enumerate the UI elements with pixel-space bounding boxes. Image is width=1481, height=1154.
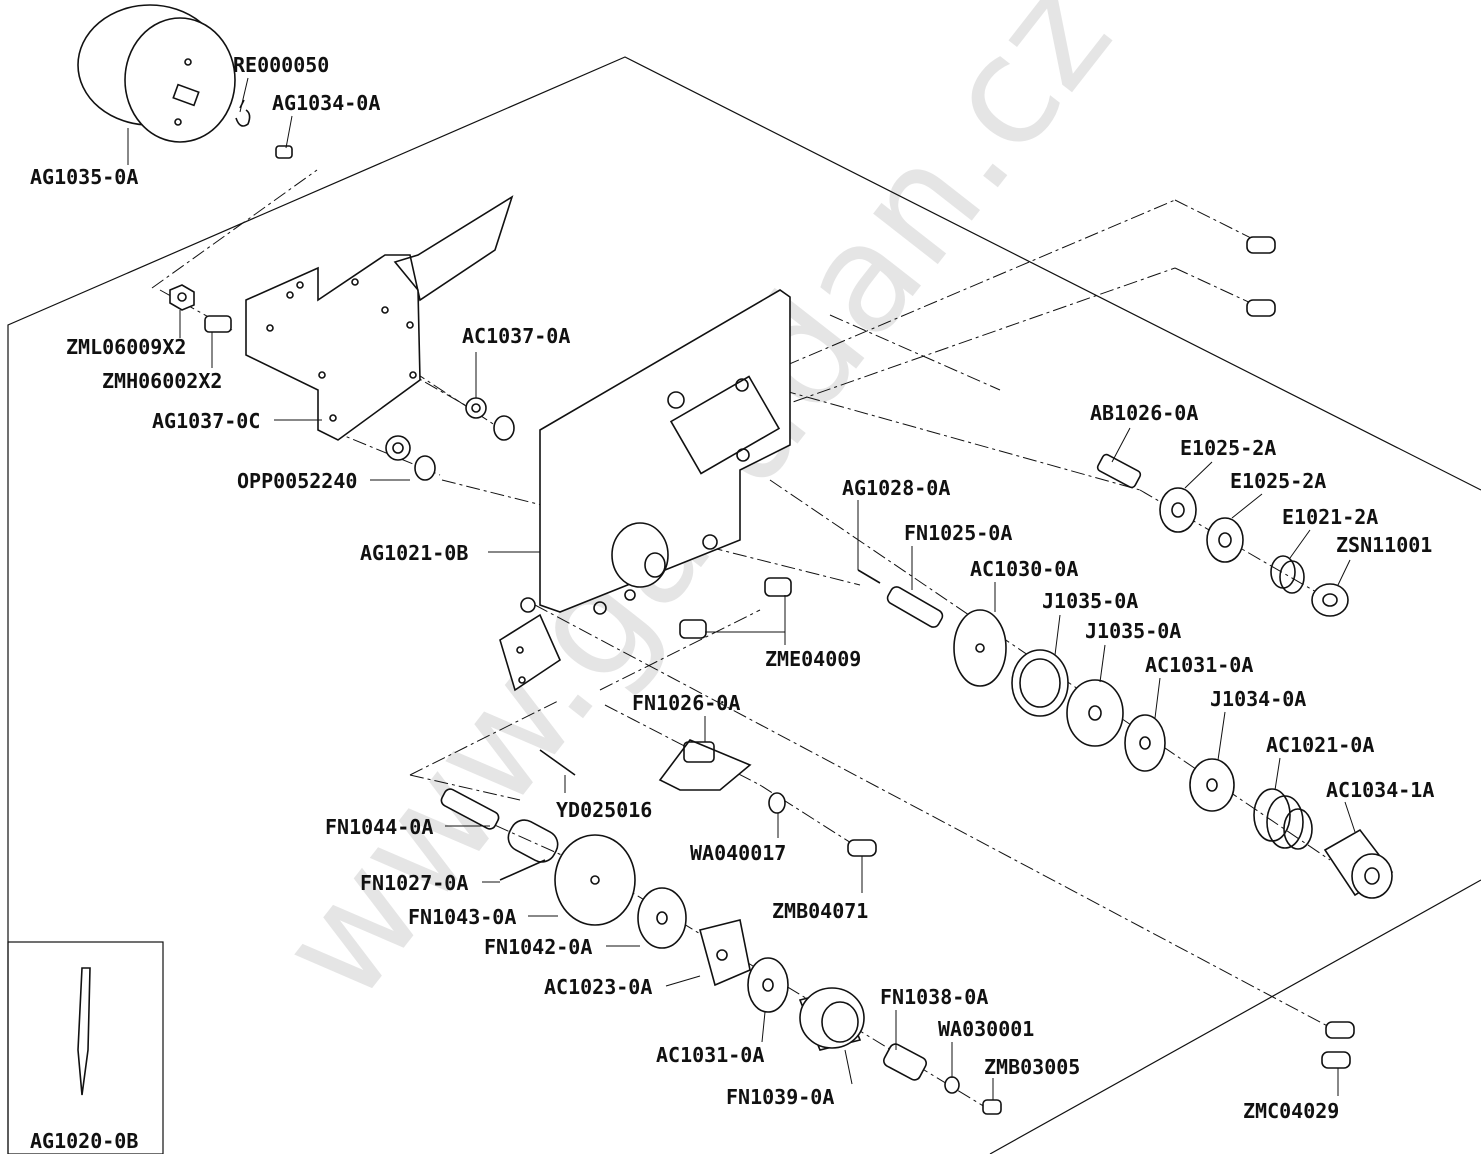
- spring-e1021: [1270, 555, 1305, 594]
- bushing-fn1038: [883, 1043, 927, 1081]
- sub-bracket: [499, 613, 562, 692]
- label-yd025016: YD025016: [556, 798, 652, 822]
- label-zme04009: ZME04009: [765, 647, 861, 671]
- screw-zmb03005: [982, 1099, 1002, 1115]
- label-ac1031a: AC1031-0A: [1145, 653, 1253, 677]
- label-e1025b: E1025-2A: [1230, 469, 1326, 493]
- label-ag1034: AG1034-0A: [272, 91, 380, 115]
- bracket-ag1037: [245, 195, 514, 441]
- leader-lines: [127, 77, 1356, 1100]
- washer-ac1031a: [1124, 714, 1166, 772]
- label-ab1026: AB1026-0A: [1090, 401, 1198, 425]
- screws-zmc04029: [1321, 1021, 1355, 1069]
- label-fn1026: FN1026-0A: [632, 691, 740, 715]
- main-plate-ag1021: [520, 289, 791, 615]
- retaining-ring-re000050: [235, 99, 251, 127]
- label-fn1038: FN1038-0A: [880, 985, 988, 1009]
- motor-ag1035: [77, 4, 236, 143]
- label-ac1030: AC1030-0A: [970, 557, 1078, 581]
- label-e1021: E1021-2A: [1282, 505, 1378, 529]
- label-j1035a: J1035-0A: [1042, 589, 1138, 613]
- label-ac1021: AC1021-0A: [1266, 733, 1374, 757]
- screw-zmb04071: [847, 839, 877, 857]
- disc-fn1043: [554, 834, 636, 926]
- label-wa040017: WA040017: [690, 841, 786, 865]
- screws-top-right: [1246, 236, 1276, 317]
- spring-ac1021: [1253, 788, 1313, 850]
- label-fn1027: FN1027-0A: [360, 871, 468, 895]
- needle-ag1020: [77, 967, 91, 1096]
- label-ag1020: AG1020-0B: [30, 1129, 138, 1153]
- bushing-opp0052240: [385, 435, 436, 481]
- label-zmh06002: ZMH06002X2: [102, 369, 222, 393]
- bushing-ac1037: [465, 397, 515, 441]
- label-zmc04029: ZMC04029: [1243, 1099, 1339, 1123]
- screws-zme04009: [679, 577, 792, 639]
- stud-ab1026: [1096, 453, 1142, 489]
- label-zsn11001: ZSN11001: [1336, 533, 1432, 557]
- standoff-zmh06002: [204, 315, 232, 333]
- screw-ag1034: [275, 145, 293, 159]
- label-opp0052240: OPP0052240: [237, 469, 357, 493]
- washer-e1025a: [1159, 487, 1197, 533]
- label-ac1037: AC1037-0A: [462, 324, 570, 348]
- label-wa030001: WA030001: [938, 1017, 1034, 1041]
- knob-ac1034: [1323, 828, 1394, 899]
- part-labels: RE000050 AG1034-0A AG1035-0A ZML06009X2 …: [30, 53, 1434, 1153]
- label-fn1043: FN1043-0A: [408, 905, 516, 929]
- label-j1035b: J1035-0A: [1085, 619, 1181, 643]
- washer-e1025b: [1206, 517, 1244, 563]
- label-ag1021: AG1021-0B: [360, 541, 468, 565]
- sleeve-fn1039: [798, 987, 865, 1051]
- pin-ag1028: [857, 569, 881, 584]
- label-ac1034: AC1034-1A: [1326, 778, 1434, 802]
- disc-j1035a: [1011, 649, 1069, 717]
- disc-j1035b: [1066, 679, 1124, 747]
- washer-ac1031b: [747, 957, 789, 1013]
- washer-fn1042: [637, 887, 687, 949]
- drawing-frame: [7, 56, 1481, 1154]
- label-fn1042: FN1042-0A: [484, 935, 592, 959]
- label-zmb04071: ZMB04071: [772, 899, 868, 923]
- stud-fn1025: [886, 586, 944, 628]
- label-zml06009: ZML06009X2: [66, 335, 186, 359]
- label-fn1039: FN1039-0A: [726, 1085, 834, 1109]
- nut-zsn11001: [1311, 583, 1349, 617]
- label-fn1044: FN1044-0A: [325, 815, 433, 839]
- washer-wa040017: [768, 792, 786, 814]
- label-ag1035: AG1035-0A: [30, 165, 138, 189]
- label-j1034: J1034-0A: [1210, 687, 1306, 711]
- ring-j1034: [1189, 758, 1235, 812]
- disc-ac1030: [953, 609, 1007, 687]
- pin-yd025016: [539, 749, 576, 776]
- spring-fn1027: [499, 819, 559, 881]
- bracket-fn1026: [658, 739, 752, 791]
- label-re000050: RE000050: [233, 53, 329, 77]
- washer-wa030001: [944, 1076, 960, 1094]
- label-fn1025: FN1025-0A: [904, 521, 1012, 545]
- label-ac1031b: AC1031-0A: [656, 1043, 764, 1067]
- label-zmb03005: ZMB03005: [984, 1055, 1080, 1079]
- label-e1025a: E1025-2A: [1180, 436, 1276, 460]
- shaft-fn1044: [440, 788, 500, 830]
- nut-zml06009: [169, 284, 195, 311]
- plate-ac1023: [699, 919, 751, 987]
- label-ag1028: AG1028-0A: [842, 476, 950, 500]
- label-ag1037: AG1037-0C: [152, 409, 260, 433]
- label-ac1023: AC1023-0A: [544, 975, 652, 999]
